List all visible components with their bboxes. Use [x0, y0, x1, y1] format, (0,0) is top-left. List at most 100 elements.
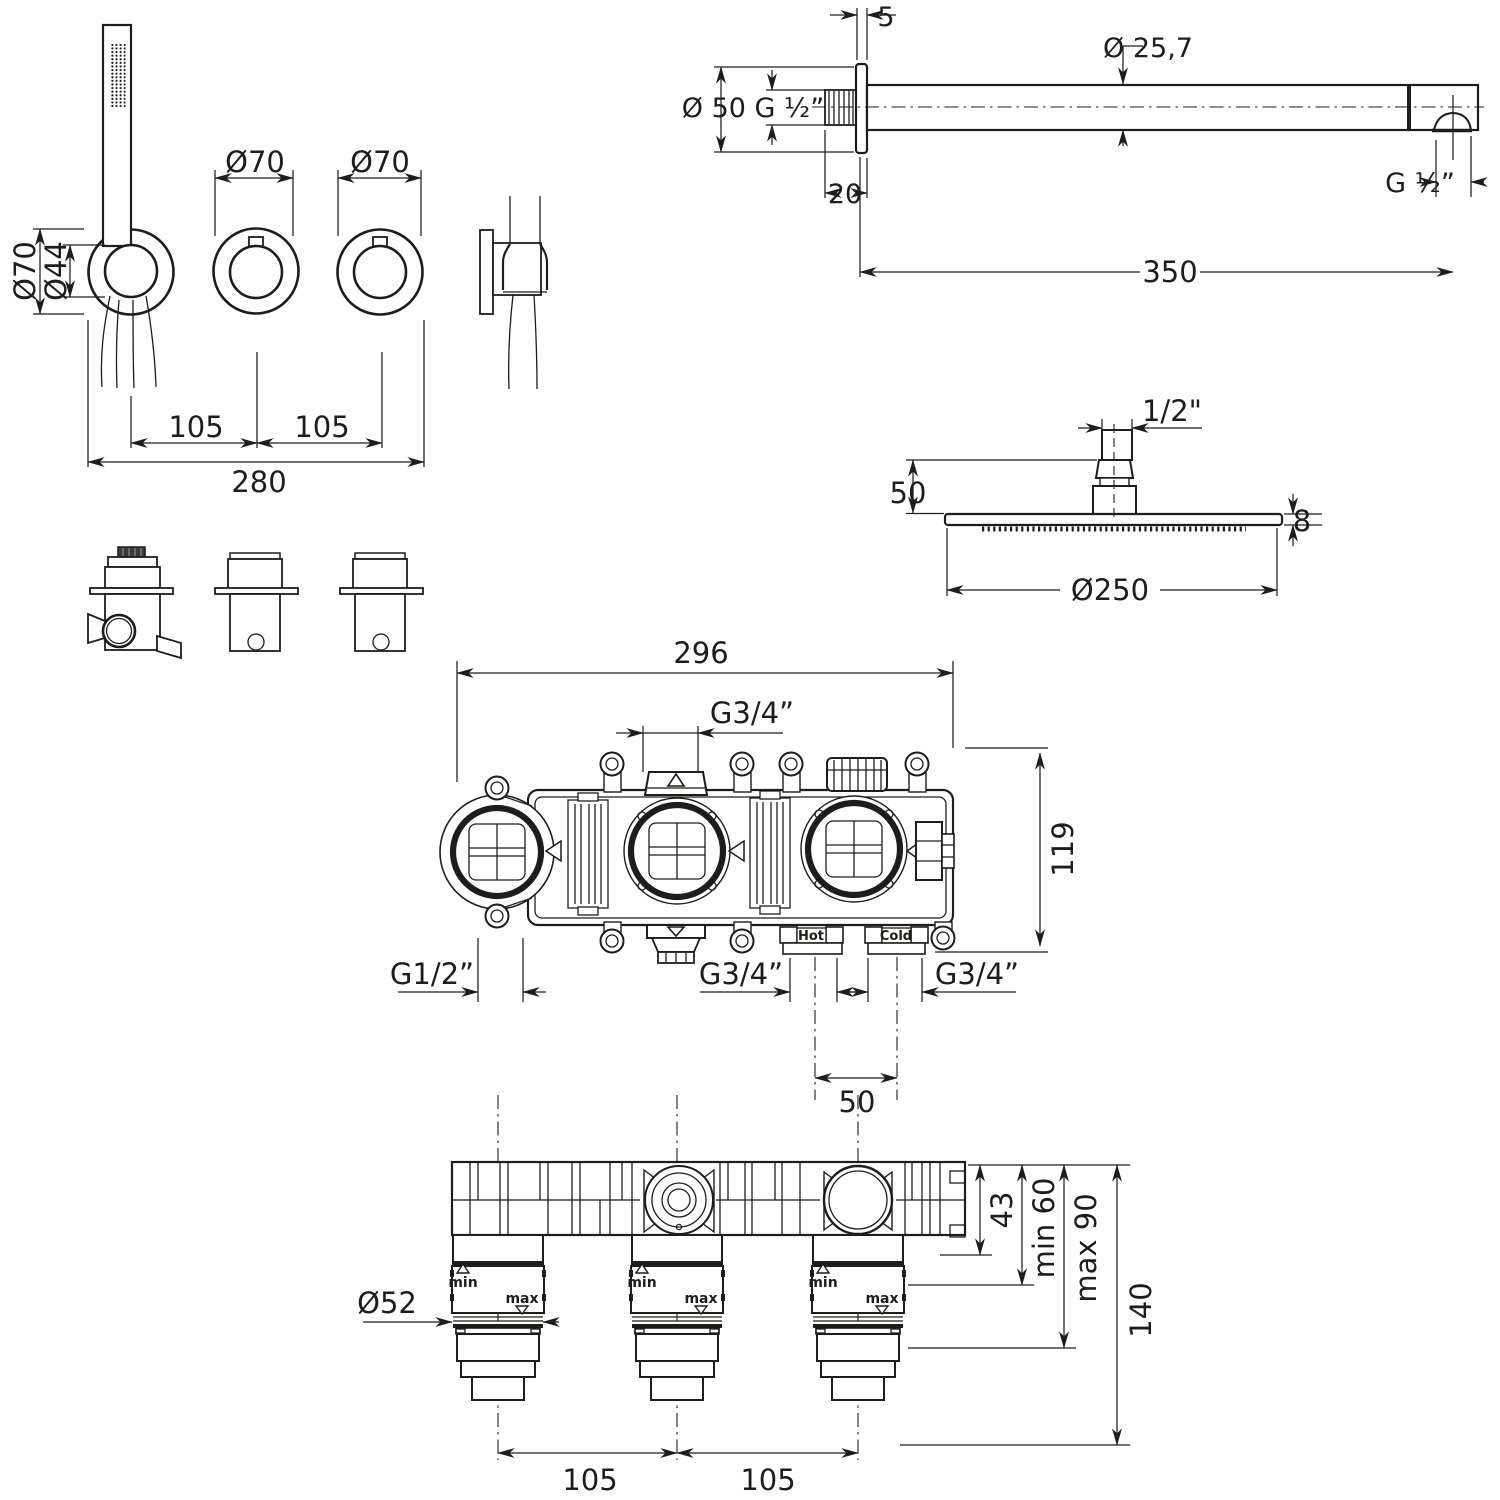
dim-valve-g34-right: G3/4”	[847, 957, 1019, 1002]
handshower-hose	[100, 295, 157, 389]
valve-top-connector	[643, 771, 709, 796]
dim-valve-50: 50	[814, 957, 898, 1119]
dim-depth-min60: min 60	[908, 1164, 1061, 1286]
depth-43-label: 43	[985, 1192, 1019, 1229]
valve-50-label: 50	[839, 1085, 876, 1119]
dim-dia52: Ø52	[357, 1286, 560, 1327]
valve-g12-label: G1/2”	[390, 957, 474, 991]
min-marker-2: min	[627, 1275, 656, 1291]
cold-label: Cold	[880, 929, 912, 944]
dia52-label: Ø52	[357, 1286, 417, 1320]
valve-cartridge-right	[339, 552, 424, 652]
wall-offset-label: 20	[828, 179, 862, 210]
min-marker-3: min	[808, 1275, 837, 1291]
block-boss-plain	[822, 1164, 894, 1236]
min-marker-1: min	[448, 1275, 477, 1291]
dim-dia70-knob3: Ø70	[337, 145, 422, 236]
mixer-front-view: Ø70 Ø44 Ø70 Ø70 105 105	[8, 23, 549, 499]
valve-mounting-ears-top	[599, 751, 930, 793]
pitch-right-label: 105	[294, 410, 349, 444]
valve-topright-cap	[826, 757, 888, 792]
valve-front-view: Hot Cold 296 G3/4” 119	[390, 636, 1080, 1119]
head-thread-label: 1/2"	[1142, 394, 1202, 428]
cartridge-side-views	[87, 546, 424, 660]
dim-pitch-105: 105 105	[130, 352, 383, 448]
valve-gasket-stack-1	[544, 792, 609, 916]
dim-outlet-thread: G ½”	[1385, 136, 1488, 199]
outlet-thread-label: G ½”	[1385, 168, 1455, 199]
dim-depth-140: 140	[900, 1164, 1158, 1446]
dim-rosette: Ø 50 G ½”	[682, 66, 854, 153]
dim-head-thread: 1/2"	[1078, 394, 1202, 434]
mixer-knob-left	[212, 227, 300, 315]
dim-valve-g12: G1/2”	[390, 938, 546, 1002]
valve-hot-inlet: Hot	[779, 926, 844, 955]
cartridge-column-1: min max	[448, 1234, 546, 1401]
valve-mounting-ears-bottom	[599, 921, 956, 954]
max-marker-2: max	[684, 1291, 717, 1307]
valve-gasket-stack-2	[727, 790, 791, 915]
valve-cartridge-left	[214, 552, 299, 652]
dim-head-8: 8	[1284, 494, 1322, 546]
shower-arm-view: 5 Ø 25,7 Ø 50 G ½” 20	[682, 2, 1488, 289]
hot-label: Hot	[798, 929, 824, 944]
handshower-spray-face	[109, 44, 126, 108]
dim-wall-offset-20: 20	[824, 130, 868, 210]
dim-flange-5: 5	[830, 2, 896, 60]
max-marker-1: max	[505, 1291, 538, 1307]
max-marker-3: max	[865, 1291, 898, 1307]
dia44-label: Ø44	[39, 241, 73, 301]
cartridge-column-3: min max	[808, 1234, 906, 1401]
head-8-label: 8	[1293, 504, 1311, 538]
valve-g34-right-label: G3/4”	[935, 957, 1019, 991]
dim-head-50: 50	[890, 459, 1097, 515]
head-stem	[1101, 429, 1133, 461]
cartridge-column-2: min max	[627, 1234, 725, 1401]
dim-dia70-left: Ø70	[8, 228, 84, 315]
valve-cold-inlet: Cold	[864, 926, 929, 955]
valve-port-right	[800, 795, 922, 903]
valve-g34-top-label: G3/4”	[710, 696, 794, 730]
dim-bottom-105: 105 105	[497, 1448, 859, 1497]
length-350-label: 350	[1142, 255, 1197, 289]
pipe-dia-label: Ø 25,7	[1103, 33, 1193, 64]
valve-296-label: 296	[673, 636, 728, 670]
valve-port-middle	[623, 797, 731, 905]
handshower-grip-clamp	[103, 243, 159, 299]
bottom-105-right-label: 105	[740, 1463, 795, 1497]
valve-right-outlet	[915, 821, 955, 881]
dim-pipe-dia: Ø 25,7	[1103, 33, 1193, 147]
block-step-bottom	[949, 1224, 966, 1238]
mixer-knob-right	[336, 228, 424, 316]
head-50-label: 50	[890, 476, 927, 510]
dim-length-350: 350	[859, 157, 1454, 289]
dim-depth-43: 43	[940, 1164, 1130, 1256]
head-dia250-label: Ø250	[1071, 573, 1149, 607]
block-step-top	[949, 1170, 966, 1184]
block-boss-concentric	[643, 1165, 715, 1235]
arm-wall-flange	[854, 62, 869, 155]
arm-tube	[865, 83, 1480, 132]
dim-dia44: Ø44	[39, 241, 105, 301]
shower-head-view: 1/2" 50 8 Ø250	[890, 394, 1322, 607]
valve-block-facets	[452, 1162, 965, 1235]
rosette-label: Ø 50 G ½”	[682, 93, 824, 124]
dim-valve-119: 119	[935, 747, 1080, 953]
valve-g34-mid-label: G3/4”	[699, 957, 783, 991]
depth-max90-label: max 90	[1069, 1193, 1103, 1302]
diverter-cartridge	[87, 546, 182, 660]
dim-valve-g34-mid: G3/4”	[699, 957, 858, 1002]
pitch-left-label: 105	[168, 410, 223, 444]
dim-depth-max90: max 90	[908, 1164, 1103, 1349]
dia70-knob3-label: Ø70	[350, 145, 410, 179]
dim-dia70-knob2: Ø70	[214, 145, 294, 236]
valve-bottom-view: min max min max	[357, 1095, 1158, 1497]
valve-bottom-connector	[646, 924, 706, 964]
dia70-left-label: Ø70	[8, 241, 42, 301]
dim-valve-g34-top: G3/4”	[616, 696, 794, 772]
dia70-knob2-label: Ø70	[225, 145, 285, 179]
flange-5-label: 5	[877, 2, 894, 33]
handshower-holder-side-view	[479, 196, 549, 390]
